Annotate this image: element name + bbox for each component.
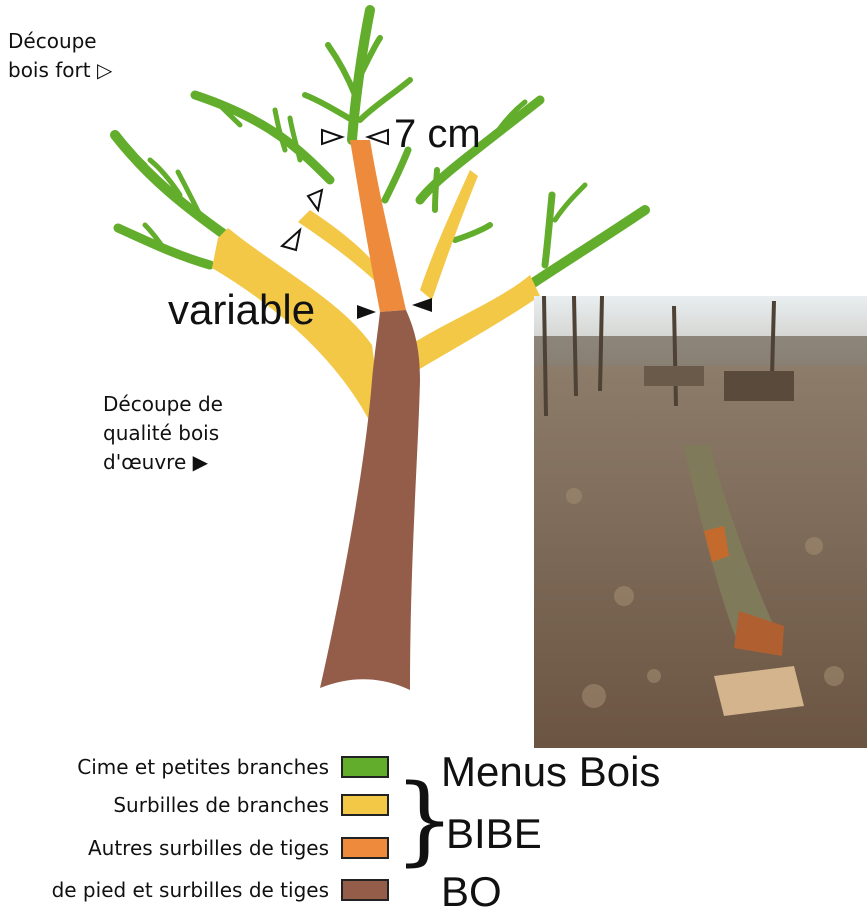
crown-small-branches (110, 5, 650, 290)
trunk-brown-section (320, 310, 420, 690)
legend-row-pied: de pied et surbilles de tiges (52, 877, 389, 903)
label-decoupe-bois-fort: Découpe bois fort ▷ (8, 29, 113, 82)
legend-row-surbilles-branches: Surbilles de branches (113, 792, 389, 818)
cut-markers (279, 128, 389, 252)
legend-label: Cime et petites branches (77, 755, 329, 779)
legend-row-autres-surbilles: Autres surbilles de tiges (88, 835, 389, 861)
category-menus-bois: Menus Bois (441, 748, 661, 795)
brace-bibe: } (394, 764, 456, 876)
variable-cut-markers (357, 298, 432, 319)
category-bo: BO (441, 868, 502, 915)
legend-swatch-yellow (341, 794, 389, 816)
legend-row-cime: Cime et petites branches (77, 754, 389, 780)
stem-orange-section (350, 140, 406, 312)
label-seven-cm: 7 cm (394, 112, 481, 156)
legend-label: Autres surbilles de tiges (87, 836, 329, 860)
label-decoupe-qualite: Découpe de qualité bois d'œuvre ▶ (103, 392, 223, 474)
branch-sections (212, 170, 540, 430)
legend-label: de pied et surbilles de tiges (51, 878, 329, 902)
label-variable: variable (168, 286, 316, 333)
legend-swatch-orange (341, 837, 389, 859)
legend-swatch-brown (341, 879, 389, 901)
category-bibe: BIBE (446, 810, 542, 857)
forest-photo (534, 296, 867, 748)
legend-swatch-green (341, 756, 389, 778)
legend-label: Surbilles de branches (113, 793, 329, 817)
